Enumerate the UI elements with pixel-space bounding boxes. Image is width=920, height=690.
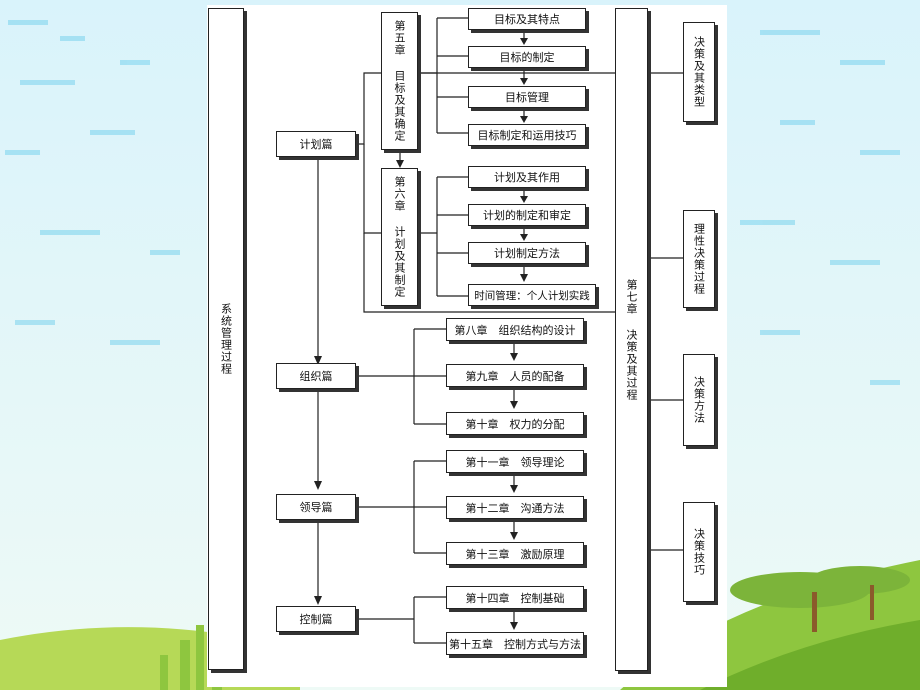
organize-item-1: 第八章 组织结构的设计 [446,318,584,341]
ch5-item-4: 目标制定和运用技巧 [468,124,586,146]
control-item-1-label: 第十四章 控制基础 [465,591,565,605]
lead-part-label: 领导篇 [299,501,333,514]
plan-part-label: 计划篇 [299,138,333,151]
decision-item-1-label: 决策及其类型 [692,36,706,108]
ch5-item-2: 目标的制定 [468,46,586,68]
organize-item-3: 第十章 权力的分配 [446,412,584,435]
ch5-item-2-label: 目标的制定 [499,51,555,64]
plan-part-box: 计划篇 [276,131,356,157]
lead-item-2-label: 第十二章 沟通方法 [465,501,565,515]
ch6-item-4: 时间管理：个人计划实践 [468,284,596,306]
organize-part-box: 组织篇 [276,363,356,389]
lead-part-box: 领导篇 [276,494,356,520]
ch6-item-4-label: 时间管理：个人计划实践 [474,289,590,302]
ch6-item-2: 计划的制定和审定 [468,204,586,226]
organize-part-label: 组织篇 [299,370,333,383]
decision-item-2: 理性决策过程 [683,210,715,308]
decision-item-1: 决策及其类型 [683,22,715,122]
control-part-label: 控制篇 [299,613,333,626]
chapter5-label: 第五章 目标及其确定 [393,20,406,142]
ch5-item-3-label: 目标管理 [505,91,549,104]
organize-item-2-label: 第九章 人员的配备 [465,369,565,383]
ch6-item-3-label: 计划制定方法 [494,247,560,260]
lead-item-1: 第十一章 领导理论 [446,450,584,473]
lead-item-1-label: 第十一章 领导理论 [465,455,565,469]
decision-item-2-label: 理性决策过程 [692,223,706,295]
decision-item-3: 决策方法 [683,354,715,446]
decision-item-4-label: 决策技巧 [692,528,706,576]
system-process-column: 系统管理过程 [208,8,244,670]
decision-item-4: 决策技巧 [683,502,715,602]
ch6-item-1-label: 计划及其作用 [494,171,560,184]
ch6-item-3: 计划制定方法 [468,242,586,264]
control-item-1: 第十四章 控制基础 [446,586,584,609]
system-process-label: 系统管理过程 [219,303,233,375]
lead-item-2: 第十二章 沟通方法 [446,496,584,519]
chapter7-label: 第七章 决策及其过程 [625,278,638,401]
ch5-item-1-label: 目标及其特点 [494,13,560,26]
organize-item-3-label: 第十章 权力的分配 [465,417,565,431]
chapter6-label: 第六章 计划及其制定 [393,176,406,298]
control-item-2: 第十五章 控制方式与方法 [446,632,584,655]
chapter5-box: 第五章 目标及其确定 [381,12,418,150]
chapter6-box: 第六章 计划及其制定 [381,168,418,306]
ch5-item-1: 目标及其特点 [468,8,586,30]
lead-item-3: 第十三章 激励原理 [446,542,584,565]
lead-item-3-label: 第十三章 激励原理 [465,547,565,561]
control-part-box: 控制篇 [276,606,356,632]
organize-item-1-label: 第八章 组织结构的设计 [454,323,576,337]
control-item-2-label: 第十五章 控制方式与方法 [449,637,581,651]
chapter7-column: 第七章 决策及其过程 [615,8,648,671]
ch5-item-3: 目标管理 [468,86,586,108]
organize-item-2: 第九章 人员的配备 [446,364,584,387]
ch6-item-2-label: 计划的制定和审定 [483,209,571,222]
ch5-item-4-label: 目标制定和运用技巧 [477,129,577,142]
ch6-item-1: 计划及其作用 [468,166,586,188]
decision-item-3-label: 决策方法 [692,376,706,424]
